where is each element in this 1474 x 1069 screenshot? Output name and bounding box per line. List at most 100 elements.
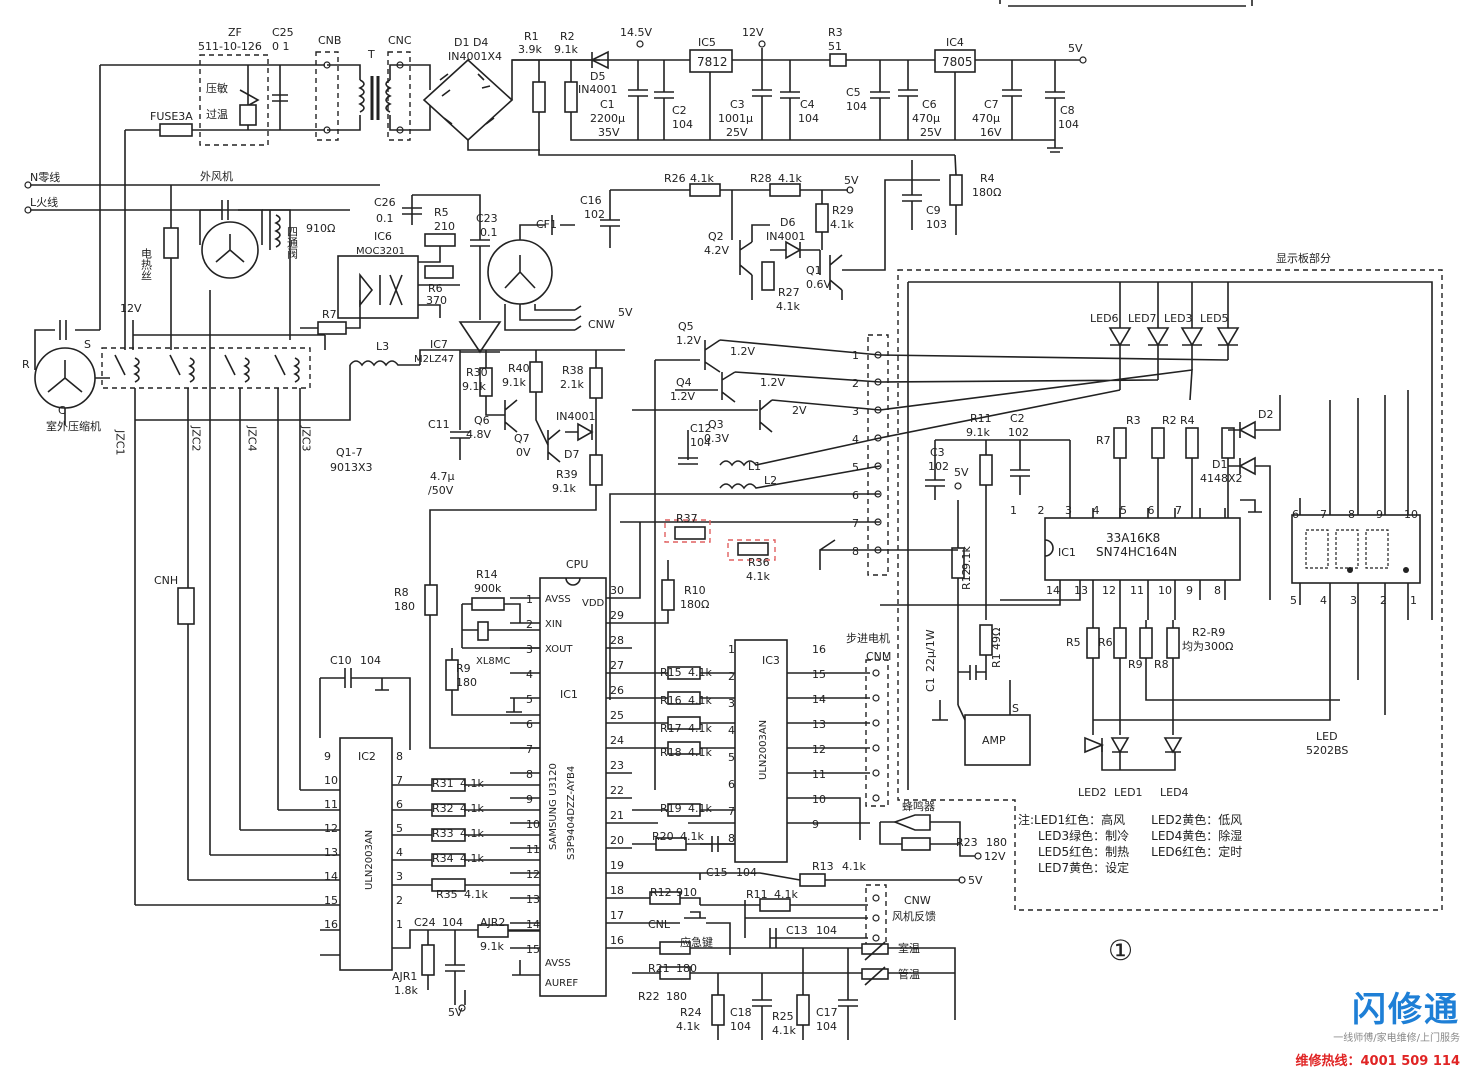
shift-bottom-pin-9: 9: [1186, 584, 1193, 597]
label-q17: Q1-7: [336, 446, 363, 459]
display-connector: [867, 334, 889, 576]
label-r28-value: 4.1k: [778, 172, 802, 185]
label-q17-value: 9013X3: [330, 461, 373, 474]
label-pipe-temp: 管温: [898, 967, 920, 981]
pipe-temp-sensor: [861, 968, 889, 980]
l3-inductor: [349, 360, 420, 367]
led-color-notes: 注:LED1红色：高风 LED3绿色：制冷 LED5红色：制热 LED7黄色：设…: [1018, 812, 1242, 876]
label-d2: D2: [1258, 408, 1273, 421]
ic2-right-pin-6: 6: [396, 798, 403, 811]
label-comp-s: S: [84, 338, 91, 351]
label-5v-ajr: 5V: [448, 1006, 463, 1019]
segment-top-pin-7: 7: [1320, 508, 1327, 521]
label-ic5: IC5: [698, 36, 716, 49]
label-disp-c2: C2: [1010, 412, 1025, 425]
cnm-pins: [872, 669, 880, 802]
shift-bottom-pin-13: 13: [1074, 584, 1088, 597]
label-r38: R38: [562, 364, 584, 377]
zf-module: [199, 54, 269, 146]
label-c9: C9: [926, 204, 941, 217]
label-r17-value: 4.1k: [688, 722, 712, 735]
label-disp-c3-value: 102: [928, 460, 949, 473]
label-led4: LED4: [1160, 786, 1189, 799]
shift-top-pin-5: 5: [1120, 504, 1127, 517]
r37-symbol: [674, 526, 706, 540]
ic1-right-pin-23: 23: [610, 759, 624, 772]
note-line-6: LED4黄色：除湿: [1151, 829, 1243, 843]
note-line-4: LED7黄色：设定: [1038, 861, 1130, 875]
r8-symbol: [424, 584, 438, 616]
r11-symbol: [759, 898, 791, 912]
label-5v: 5V: [1068, 42, 1083, 55]
label-r25-value: 4.1k: [772, 1024, 796, 1037]
mains-input: [24, 51, 600, 350]
label-c16-value: 102: [584, 208, 605, 221]
label-5v-r13: 5V: [968, 874, 983, 887]
label-c6: C6: [922, 98, 937, 111]
label-c18-value: 104: [730, 1020, 751, 1033]
label-r29-value: 4.1k: [830, 218, 854, 231]
label-c23-value: 0.1: [480, 226, 498, 239]
shift-bottom-pin-12: 12: [1102, 584, 1116, 597]
label-cnh: CNH: [154, 574, 178, 587]
label-r26-value: 4.1k: [690, 172, 714, 185]
segment-bottom-pin-4: 4: [1320, 594, 1327, 607]
label-fuse: FUSE3A: [150, 110, 193, 123]
relay-contacts: [114, 354, 300, 383]
shift-top-pin-3: 3: [1065, 504, 1072, 517]
label-disp-ic1-value: 33A16K8: [1106, 531, 1160, 545]
cnh-connector: [177, 587, 195, 625]
r22-symbol: [659, 966, 691, 980]
label-c18: C18: [730, 1006, 752, 1019]
label-c15: C15: [706, 866, 728, 879]
label-r21-value: 180: [676, 962, 697, 975]
label-heater: 电热丝: [140, 248, 153, 281]
cnm-connector: [865, 659, 889, 807]
label-r6: R6: [428, 282, 443, 295]
label-amp: AMP: [982, 734, 1006, 747]
label-r24: R24: [680, 1006, 702, 1019]
label-fan-feedback: 风机反馈: [892, 909, 936, 923]
label-l3: L3: [376, 340, 389, 353]
label-d1d4: D1 D4: [454, 36, 488, 49]
label-r33-value: 4.1k: [460, 827, 484, 840]
label-5v-q: 5V: [618, 306, 633, 319]
label-r4-value: 180Ω: [972, 186, 1001, 199]
label-disp-r11-value: 9.1k: [966, 426, 990, 439]
label-q3: Q3: [708, 418, 724, 431]
ic3-driver-body: [734, 639, 788, 863]
ic2-right-pin-3: 3: [396, 870, 403, 883]
label-c13: C13: [786, 924, 808, 937]
ic1-right-pin-22: 22: [610, 784, 624, 797]
ic2-left-pin-13: 13: [324, 846, 338, 859]
label-r16-value: 4.1k: [688, 694, 712, 707]
r27-symbol: [761, 261, 775, 291]
ic3-left-pin-5: 5: [728, 751, 735, 764]
ic3-left-pin-6: 6: [728, 778, 735, 791]
label-led6: LED6: [1090, 312, 1119, 325]
label-ic2-value: ULN2003AN: [364, 830, 375, 890]
label-r4: R4: [980, 172, 995, 185]
label-four-way-r: 910Ω: [306, 222, 335, 235]
label-disp-rnote-value: 均为300Ω: [1182, 640, 1233, 653]
label-r39: R39: [556, 468, 578, 481]
label-c17: C17: [816, 1006, 838, 1019]
note-line-1: 注:LED1红色：高风: [1018, 813, 1126, 827]
shift-top-pin-6: 6: [1148, 504, 1155, 517]
label-amp-s: S: [1012, 702, 1019, 715]
label-ic2: IC2: [358, 750, 376, 763]
label-r11: R11: [746, 888, 768, 901]
label-r3: R3: [828, 26, 843, 39]
label-q5-out: 1.2V: [730, 345, 755, 358]
label-c7: C7: [984, 98, 999, 111]
label-c6-value: 470μ: [912, 112, 940, 125]
shift-bottom-pin-8: 8: [1214, 584, 1221, 597]
ic2-right-pin-5: 5: [396, 822, 403, 835]
r21-symbol: [659, 941, 691, 955]
label-r20: R20: [652, 830, 674, 843]
segment-bottom-pin-3: 3: [1350, 594, 1357, 607]
label-disp-r1-value: 49Ω: [990, 628, 1003, 650]
label-ic7-value: M2LZ47: [414, 354, 454, 365]
label-r5-value: 210: [434, 220, 455, 233]
label-r8: R8: [394, 586, 409, 599]
